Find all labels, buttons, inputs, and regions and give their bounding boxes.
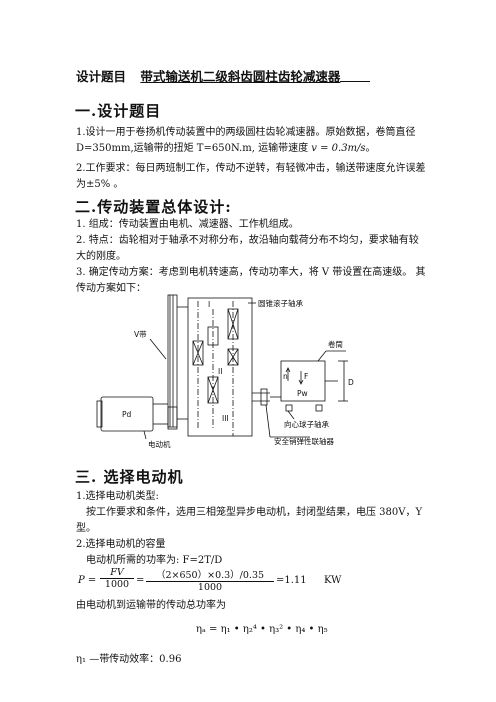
transmission-diagram: I II III V带 圆锥滚子轴承 卷筒 n F D Pd Pw 电动机 向心… (96, 294, 354, 449)
vbelt-label: V带 (134, 330, 147, 339)
formula-eq: = (136, 575, 145, 586)
section3-heading: 三. 选择电动机 (75, 468, 184, 486)
design-topic-title: 带式输送机二级斜齿圆柱齿轮减速器 (140, 69, 341, 84)
bearing-top-label: 圆锥滚子轴承 (258, 298, 303, 308)
shaft3-label: III (222, 414, 229, 423)
formula-result: =1.11 (276, 575, 307, 586)
diameter-D-label: D (348, 378, 354, 387)
speed-formula: v = 0.3m/s (311, 143, 366, 154)
radial-bearing-label: 向心球子轴承 (284, 419, 329, 429)
design-topic-line: 设计题目 带式输送机二级斜齿圆柱齿轮减速器 (76, 66, 371, 85)
section2-heading: 二.传动装置总体设计: (75, 198, 232, 216)
section2-item2-line2: 大的刚度。 (76, 251, 126, 262)
fraction-fv-num: FV (100, 567, 134, 579)
section1-paragraph: 1.设计一用于卷扬机传动装置中的两级圆柱齿轮减速器。原始数据，卷筒直径 D=35… (76, 125, 436, 193)
speed-n-label: n (283, 372, 288, 381)
section2-item1: 1. 组成：传动装置由电机、减速器、工作机组成。 (76, 219, 299, 230)
work-power-label: Pw (297, 389, 308, 398)
large-pulley (167, 294, 178, 428)
section3-item1-text2: 型。 (76, 523, 96, 534)
formula-lhs: P = (78, 575, 97, 586)
shaft1-label: I (208, 300, 210, 309)
fraction-value-den: 1000 (197, 582, 223, 593)
section1-item2-line1: 2.工作要求：每日两班制工作，传动不逆转，有轻微冲击，输送带速度允许误差 (76, 163, 426, 174)
section2-item3-line2: 传动方案如下： (76, 283, 146, 294)
eta1-text: —带传动效率：0.96 (89, 654, 182, 665)
drum-label: 卷筒 (328, 339, 343, 349)
shaft2-label: II (218, 367, 222, 376)
formula-unit: KW (324, 575, 342, 586)
underline-filler (340, 69, 371, 82)
section3-paragraph: 1.选择电动机类型: 按工作要求和条件，选用三相笼型异步电动机，封闭型结果，电压… (76, 489, 436, 569)
section3-item2: 2.选择电动机的容量 (76, 539, 166, 550)
gearbox-housing (187, 297, 253, 437)
fraction-fv-den: 1000 (104, 579, 130, 590)
section1-heading: 一.设计题目 (75, 102, 162, 120)
design-topic-label: 设计题目 (76, 69, 127, 84)
motor-label: 电动机 (148, 439, 171, 449)
fraction-value-num: （2×650）×0.3）/0.35 (146, 567, 274, 582)
section2-paragraph: 1. 组成：传动装置由电机、减速器、工作机组成。 2. 特点：齿轮相对于轴承不对… (76, 217, 436, 297)
section1-item1-text: D=350mm,运输带的扭矩 T=650N.m, 运输带速度 (76, 143, 309, 154)
fraction-value: （2×650）×0.3）/0.35 1000 (146, 567, 274, 593)
efficiency-formula: ηₐ = η₁ • η₂⁴ • η₃² • η₄ • η₅ (196, 624, 328, 635)
coupling-label: 安全销弹性联轴器 (274, 436, 334, 446)
section3-item1: 1.选择电动机类型: (76, 491, 159, 502)
force-F-label: F (304, 372, 308, 381)
section1-item1-end: 。 (365, 143, 376, 154)
eta1-symbol: η₁ (76, 654, 86, 665)
section1-item2-line2: 为±5% 。 (76, 179, 124, 190)
motor-body (100, 396, 154, 432)
power-formula-line: 电动机所需的功率为: F=2T/D (86, 555, 223, 566)
section1-item1-line2: D=350mm,运输带的扭矩 T=650N.m, 运输带速度 v = 0.3m/… (76, 141, 436, 157)
fraction-fv: FV 1000 (100, 567, 134, 590)
section2-item2-line1: 2. 特点：齿轮相对于轴承不对称分布，故沿轴向载荷分布不均匀，要求轴有较 (76, 235, 419, 246)
section3-item1-text1: 按工作要求和条件，选用三相笼型异步电动机，封闭型结果，电压 380V，Y (86, 507, 423, 518)
section2-item3-line1: 3. 确定传动方案：考虑到电机转速高，传动功率大，将 V 带设置在高速级。 其 (76, 267, 426, 278)
eta1-line: η₁ —带传动效率：0.96 (76, 650, 181, 665)
section1-item1-line1: 1.设计一用于卷扬机传动装置中的两级圆柱齿轮减速器。原始数据，卷筒直径 (76, 127, 416, 138)
motor-power-label: Pd (122, 410, 132, 419)
efficiency-intro: 由电动机到运输带的传动总功率为 (76, 600, 226, 611)
